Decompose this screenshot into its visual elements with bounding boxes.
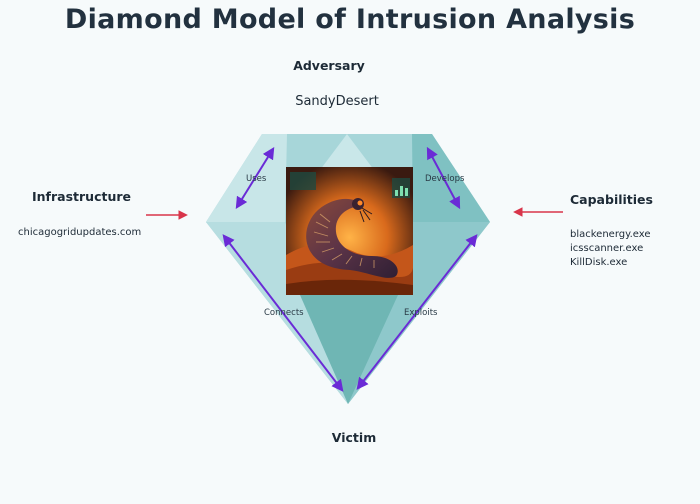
capability-item: icsscanner.exe [570, 243, 644, 254]
connects-arrow [222, 234, 344, 392]
capabilities-heading: Capabilities [570, 192, 653, 207]
exploits-arrow [356, 234, 478, 390]
capability-item: blackenergy.exe [570, 229, 651, 240]
edge-arrows [222, 146, 478, 392]
adversary-value: SandyDesert [295, 94, 379, 109]
infrastructure-heading: Infrastructure [32, 189, 131, 204]
edge-label-connects: Connects [264, 308, 304, 318]
edge-label-develops: Develops [425, 174, 465, 184]
edge-label-uses: Uses [246, 174, 267, 184]
victim-heading: Victim [331, 430, 377, 445]
adversary-heading: Adversary [293, 58, 365, 73]
infrastructure-value: chicagogridupdates.com [18, 227, 142, 238]
sandworm-illustration-icon [286, 167, 413, 295]
edge-label-exploits: Exploits [404, 308, 438, 318]
capabilities-list: blackenergy.exe icsscanner.exe KillDisk.… [570, 228, 651, 270]
crown-top-facet [320, 134, 374, 170]
uses-arrow [235, 146, 275, 210]
develops-arrow [426, 146, 461, 210]
capability-item: KillDisk.exe [570, 257, 628, 268]
page-title: Diamond Model of Intrusion Analysis [64, 4, 636, 35]
